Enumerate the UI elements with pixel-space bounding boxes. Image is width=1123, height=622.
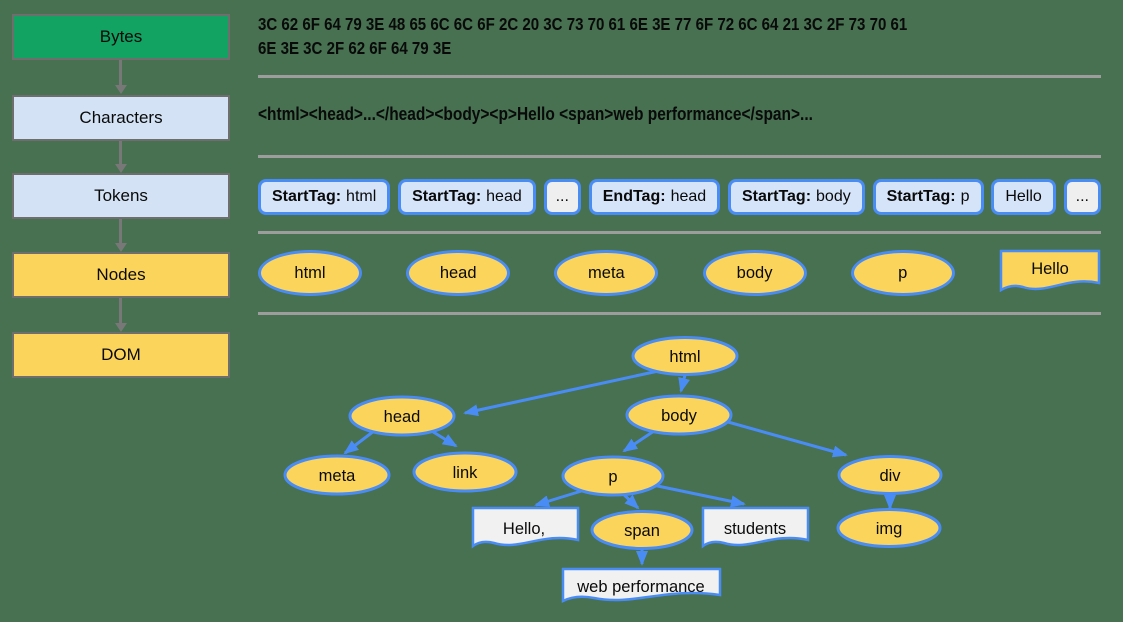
tree-node-meta-label: meta (319, 467, 357, 485)
tree-edge-body-div (727, 420, 848, 458)
token-value: head (670, 188, 707, 205)
tree-node-html-label: html (669, 348, 700, 366)
row-divider (258, 231, 1101, 234)
token-row: StartTag:html StartTag:head ... EndTag:h… (258, 179, 1101, 215)
tree-edge-head-link (429, 428, 458, 448)
tree-textnode-webperf (561, 567, 722, 604)
tree-node-html (631, 336, 739, 376)
tree-node-div-label: div (879, 467, 901, 485)
tree-textnode-students-label: students (724, 520, 786, 538)
row-divider (258, 75, 1101, 78)
pipeline-arrow-down-icon (114, 60, 127, 94)
stage-label: Characters (79, 108, 163, 127)
tree-node-meta (283, 454, 391, 496)
document-shape (999, 249, 1101, 293)
pipeline-stage-characters: Characters (12, 95, 230, 141)
tree-node-img-label: img (876, 520, 903, 538)
bytes-hex-text: 3C 62 6F 64 79 3E 48 65 6C 6C 6F 2C 20 3… (258, 12, 907, 60)
tree-edge-head-meta (343, 429, 375, 455)
pipeline-arrow-down-icon (114, 141, 127, 173)
node-ellipse-p: p (850, 250, 955, 296)
token-type: StartTag: (886, 188, 956, 205)
token-starttag-p: StartTag:p (872, 179, 984, 215)
token-type: StartTag: (272, 188, 342, 205)
token-ellipsis: ... (1063, 179, 1101, 215)
stage-label: Bytes (99, 27, 143, 46)
tree-node-img (836, 508, 942, 548)
tree-node-span (590, 510, 694, 550)
node-ellipse-head: head (406, 250, 511, 296)
tree-edge-html-body (678, 374, 690, 393)
token-text-hello: Hello (991, 179, 1056, 215)
pipeline-stage-dom: DOM (12, 332, 230, 378)
token-value: p (960, 188, 970, 205)
tree-node-link-label: link (453, 464, 479, 482)
tree-nodes: html head body meta link p div Hello, sp… (283, 336, 943, 604)
row-divider (258, 155, 1101, 158)
token-value: ... (1075, 188, 1089, 205)
tree-edges (343, 368, 896, 566)
tree-node-body (625, 394, 733, 436)
stage-label: DOM (101, 345, 141, 364)
tree-node-div (837, 455, 943, 495)
tree-node-body-label: body (661, 407, 698, 425)
token-value: head (486, 188, 522, 205)
node-textnote-label: Hello (1031, 260, 1069, 278)
token-value: Hello (1005, 188, 1042, 205)
row-divider (258, 312, 1101, 315)
token-type: StartTag: (412, 188, 482, 205)
pipeline-arrow-down-icon (114, 298, 127, 332)
stage-label: Tokens (94, 186, 148, 205)
token-type: StartTag: (741, 188, 812, 205)
token-value: html (346, 188, 377, 205)
tree-textnode-hello-label: Hello, (503, 520, 545, 538)
node-ellipse-body: body (702, 250, 807, 296)
tree-edge-p-hello (534, 487, 589, 507)
token-starttag-html: StartTag:html (258, 179, 391, 215)
stage-label: Nodes (96, 265, 146, 284)
token-value: body (816, 188, 851, 205)
node-ellipse-html: html (258, 250, 362, 296)
token-ellipsis: ... (543, 179, 581, 215)
token-type: EndTag: (602, 188, 666, 205)
token-starttag-head: StartTag:head (398, 179, 536, 215)
tree-node-p-label: p (608, 468, 617, 486)
tree-node-span-label: span (624, 522, 660, 540)
node-textnote-hello: Hello (999, 249, 1101, 293)
node-ellipse-meta: meta (554, 250, 659, 296)
nodes-row: html head meta body p Hello (258, 249, 1101, 297)
tree-edge-html-head (463, 368, 664, 417)
token-endtag-head: EndTag:head (588, 179, 721, 215)
tree-node-head (348, 395, 456, 437)
token-starttag-body: StartTag:body (727, 179, 865, 215)
dom-tree: html head body meta link p div Hello, sp… (283, 336, 943, 604)
token-value: ... (555, 188, 569, 205)
bytes-hex-line-2: 6E 3E 3C 2F 62 6F 64 79 3E (258, 38, 452, 58)
pipeline-stage-bytes: Bytes (12, 14, 230, 60)
tree-textnode-students (701, 506, 810, 549)
tree-node-head-label: head (384, 408, 421, 426)
pipeline-stage-nodes: Nodes (12, 252, 230, 298)
tree-node-link (412, 451, 518, 493)
bytes-hex-line-1: 3C 62 6F 64 79 3E 48 65 6C 6C 6F 2C 20 3… (258, 14, 908, 34)
tree-textnode-webperf-label: web performance (576, 578, 704, 596)
tree-node-p (561, 455, 665, 497)
pipeline-stage-tokens: Tokens (12, 173, 230, 219)
characters-markup-text: <html><head>...</head><body><p>Hello <sp… (258, 104, 813, 124)
tree-edge-p-students (647, 482, 746, 508)
pipeline-arrow-down-icon (114, 219, 127, 252)
tree-textnode-hello (471, 506, 580, 549)
